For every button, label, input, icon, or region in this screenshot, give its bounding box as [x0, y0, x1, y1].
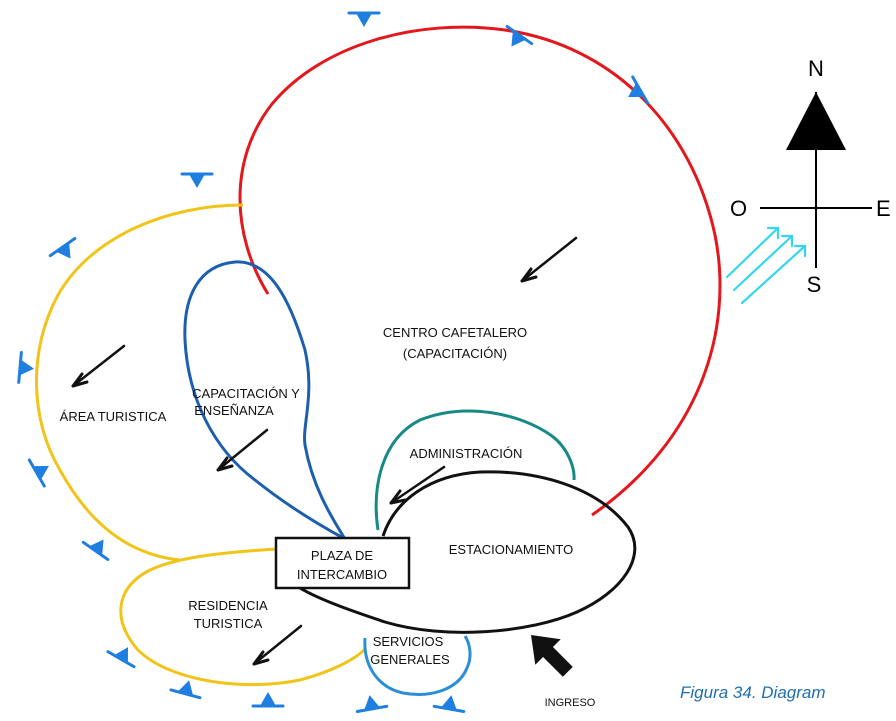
north-arrow-icon: [786, 92, 846, 150]
residencia-label: RESIDENCIA: [188, 598, 268, 613]
capacitacion-outline: [183, 260, 347, 541]
slope-arrow-area-turistica: [71, 344, 126, 388]
area-turistica-outline: [35, 203, 244, 562]
centro-cafetalero-sublabel: (CAPACITACIÓN): [403, 346, 507, 361]
plaza-sublabel: INTERCAMBIO: [297, 567, 387, 582]
entrance-arrow: [531, 635, 573, 677]
servicios-label: SERVICIOS: [373, 634, 444, 649]
slope-arrow-centro: [520, 236, 578, 283]
view-marker-icon: [251, 692, 285, 708]
capacitacion-label: CAPACITACIÓN Y: [192, 386, 300, 401]
view-marker-icon: [355, 695, 389, 714]
compass-west: O: [730, 196, 747, 221]
view-markers: [17, 11, 650, 714]
administracion-label: ADMINISTRACIÓN: [410, 446, 523, 461]
entrance-label: INGRESO: [545, 697, 596, 709]
capacitacion-sublabel: ENSEÑANZA: [194, 403, 274, 418]
servicios-sublabel: GENERALES: [370, 652, 450, 667]
plaza-de-intercambio-box: [274, 536, 411, 590]
slope-arrow-residencia: [252, 624, 303, 666]
slope-arrow-administracion: [389, 465, 446, 505]
view-marker-icon: [505, 24, 534, 47]
view-marker-icon: [106, 647, 136, 669]
estacionamiento-label: ESTACIONAMIENTO: [449, 542, 573, 557]
compass-east: E: [876, 196, 891, 221]
compass-north: N: [808, 56, 824, 81]
view-marker-icon: [48, 236, 77, 259]
view-marker-icon: [628, 75, 650, 105]
figure-caption: Figura 34. Diagram: [680, 683, 826, 702]
area-turistica-label: ÁREA TURISTICA: [60, 409, 167, 424]
plaza-label: PLAZA DE: [311, 548, 373, 563]
slope-arrow-capacitacion: [216, 428, 269, 472]
servicios-generales-outline: [363, 635, 472, 696]
view-marker-icon: [169, 680, 202, 700]
compass-south: S: [807, 272, 822, 297]
centro-cafetalero-label: CENTRO CAFETALERO: [383, 325, 527, 340]
compass-rose: N S E O: [730, 56, 891, 297]
residencia-turistica-outline: [119, 547, 368, 687]
view-marker-icon: [432, 695, 466, 714]
administracion-outline: [374, 409, 576, 531]
centro-cafetalero-outline: [238, 25, 722, 517]
view-marker-icon: [27, 458, 49, 488]
view-marker-icon: [17, 351, 34, 384]
sun-rays-icon: [725, 226, 807, 305]
view-marker-icon: [347, 11, 381, 27]
residencia-sublabel: TURISTICA: [194, 616, 263, 631]
view-marker-icon: [81, 539, 110, 562]
view-marker-icon: [180, 172, 214, 188]
estacionamiento-outline: [299, 470, 637, 634]
